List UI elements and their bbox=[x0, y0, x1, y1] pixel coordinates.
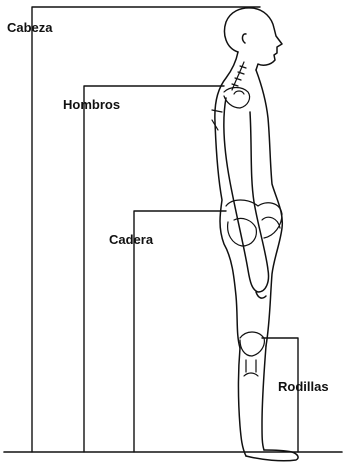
spine-detail bbox=[232, 62, 246, 90]
knees-label: Rodillas bbox=[278, 380, 329, 393]
back-leg bbox=[239, 348, 247, 456]
front-leg bbox=[262, 346, 266, 450]
hand-outline bbox=[256, 292, 266, 298]
shoulder-joint-detail bbox=[224, 88, 250, 109]
knee-joint-detail bbox=[240, 332, 264, 376]
scapula-detail bbox=[212, 110, 222, 130]
head-label: Cabeza bbox=[7, 21, 53, 34]
shoulders-label: Hombros bbox=[63, 98, 120, 111]
knee-height-bracket bbox=[262, 338, 298, 452]
head-height-bracket bbox=[32, 7, 260, 452]
shoulder-height-bracket bbox=[84, 86, 224, 452]
hip-height-bracket bbox=[134, 211, 226, 452]
hip-label: Cadera bbox=[109, 233, 153, 246]
front-outline bbox=[256, 70, 282, 346]
head-outline bbox=[225, 8, 283, 70]
ear-outline bbox=[242, 34, 246, 43]
